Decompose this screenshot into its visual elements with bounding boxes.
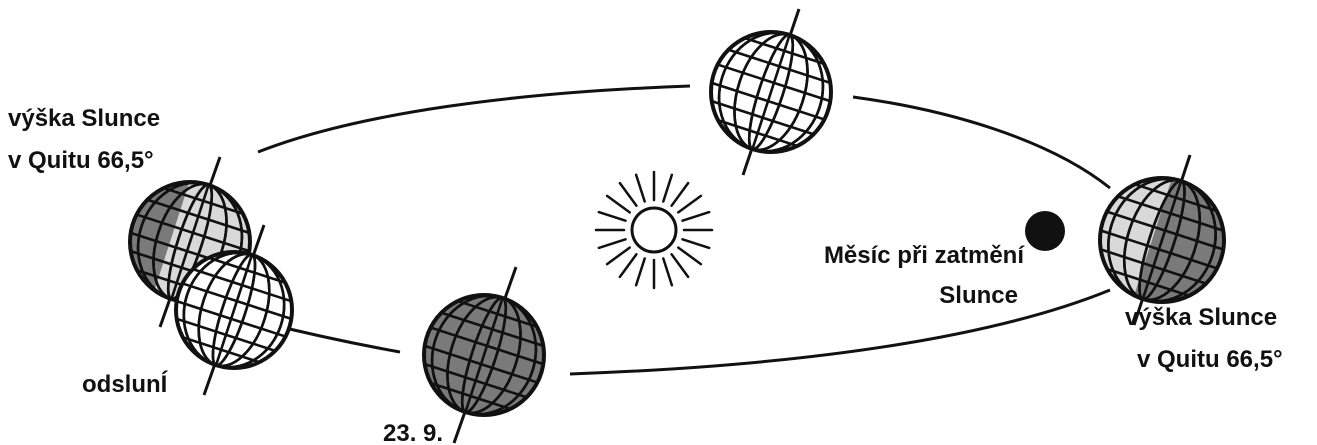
label-moon-line1: Měsíc při zatmění xyxy=(824,242,1025,269)
label-right-line1: výška Slunce xyxy=(1125,304,1277,331)
label-top-left-line2: v Quitu 66,5° xyxy=(8,147,154,174)
sun-ray xyxy=(636,259,645,286)
sun-ray xyxy=(636,175,645,202)
sun-ray xyxy=(663,175,672,202)
sun-ray xyxy=(620,183,637,206)
sun-ray xyxy=(678,248,701,265)
label-moon-line2: Slunce xyxy=(939,282,1018,309)
orbit-segment-top-right xyxy=(853,97,1110,188)
globe-top xyxy=(696,9,846,175)
sun-ray xyxy=(663,259,672,286)
sun-disc xyxy=(632,208,676,252)
sun-ray xyxy=(607,248,630,265)
orbit-segment-bottom-right xyxy=(570,290,1110,374)
sun-ray xyxy=(599,212,626,221)
label-aphelion: odslunÍ xyxy=(82,370,169,398)
orbit-segment-top-left xyxy=(258,86,690,152)
label-right-line2: v Quitu 66,5° xyxy=(1137,346,1283,373)
globe-right xyxy=(1085,155,1240,325)
sun-ray xyxy=(678,196,701,213)
sun-ray xyxy=(672,183,689,206)
sun-ray xyxy=(620,254,637,277)
sun xyxy=(596,172,712,288)
sun-ray xyxy=(683,239,710,248)
label-top-left-line1: výška Slunce xyxy=(8,105,160,132)
globe-bottom xyxy=(409,267,559,443)
sun-ray xyxy=(672,254,689,277)
moon xyxy=(1025,211,1065,251)
sun-ray xyxy=(683,212,710,221)
sun-ray xyxy=(599,239,626,248)
label-date: 23. 9. xyxy=(383,420,443,445)
sun-ray xyxy=(607,196,630,213)
